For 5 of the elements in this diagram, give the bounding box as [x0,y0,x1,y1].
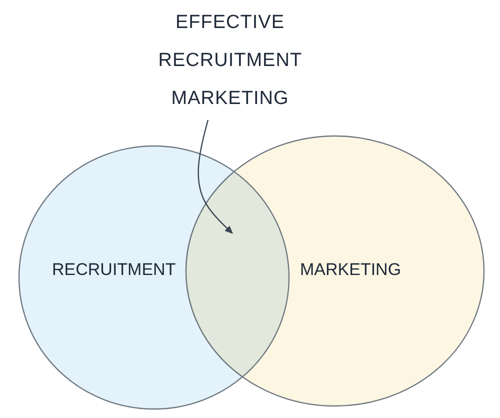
set-label: MARKETING [300,260,402,280]
leader-arrow [198,120,233,234]
set-label: RECRUITMENT [52,260,176,280]
annotation-text: EFFECTIVE RECRUITMENT MARKETING [158,4,302,118]
overlap-region [185,170,290,378]
